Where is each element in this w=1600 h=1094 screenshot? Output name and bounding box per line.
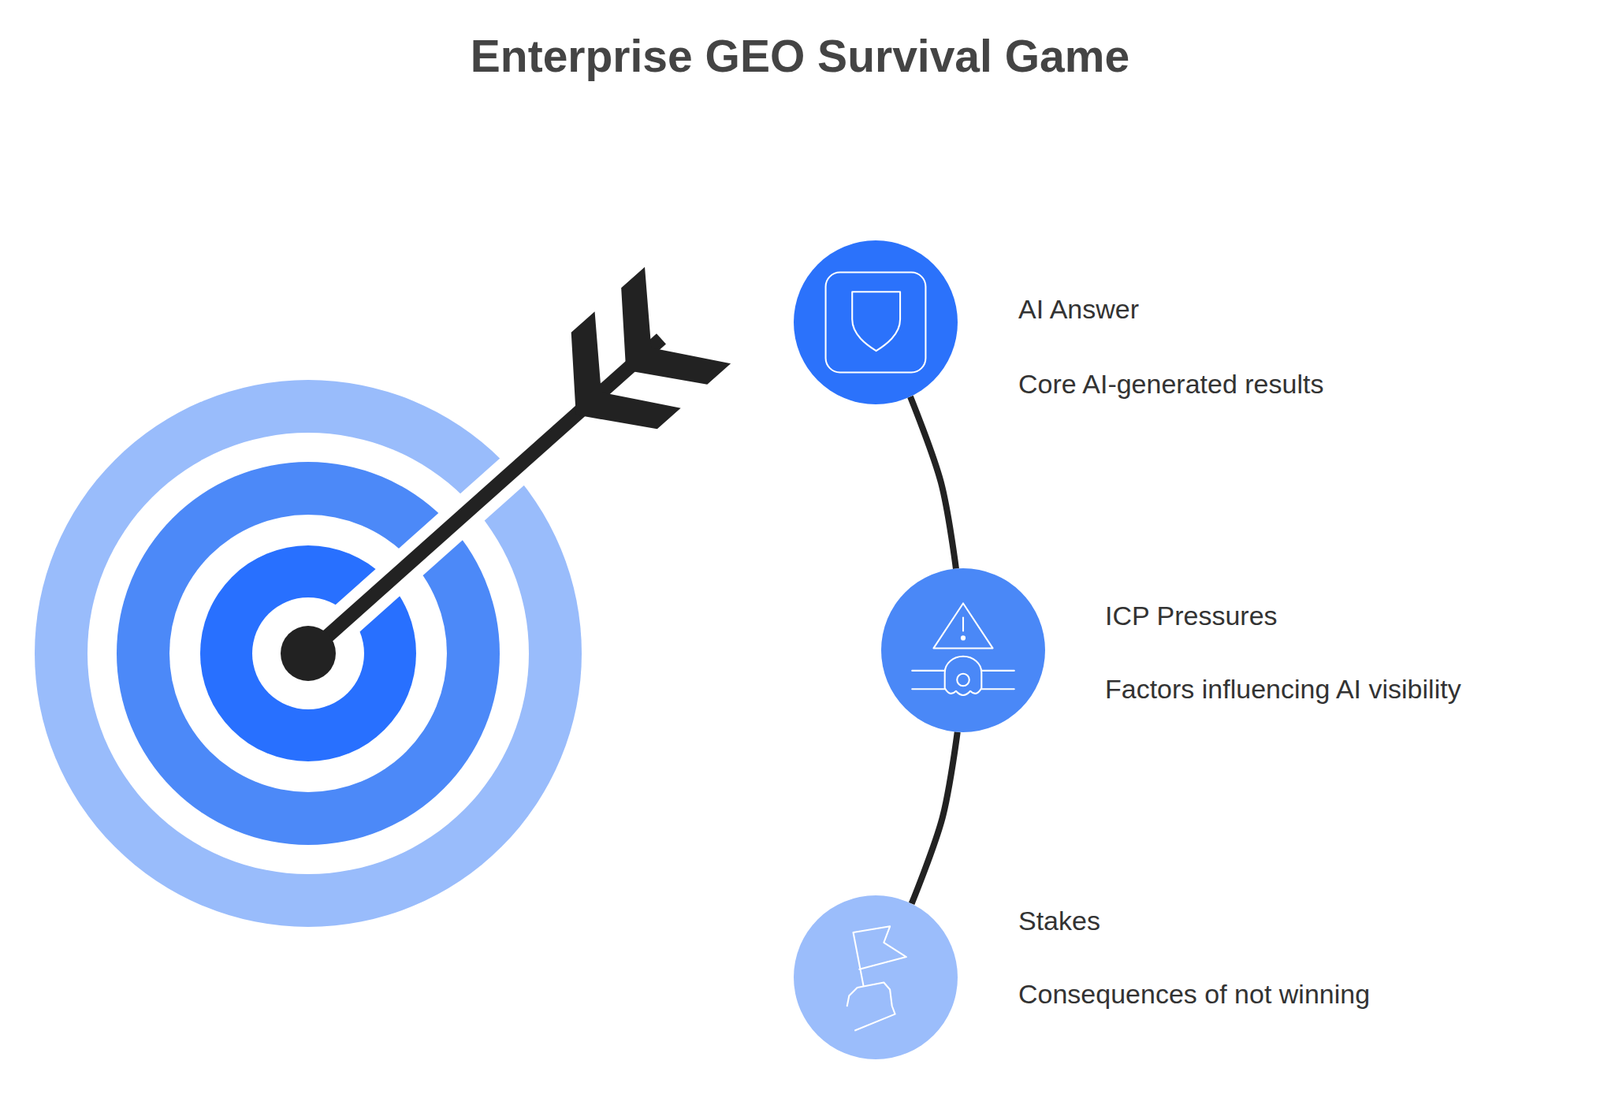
node-circle-svg bbox=[793, 895, 958, 1060]
node-circle-svg bbox=[793, 240, 958, 405]
hand-icon bbox=[847, 982, 896, 1031]
step-node: AI AnswerCore AI-generated results bbox=[793, 240, 1330, 405]
icon-frame bbox=[826, 272, 927, 373]
step-node: StakesConsequences of not winning bbox=[793, 895, 1377, 1060]
diagram-title: Enterprise GEO Survival Game bbox=[0, 29, 1600, 82]
valve-icon bbox=[945, 656, 983, 696]
node-icon bbox=[826, 272, 927, 373]
node-heading: ICP Pressures bbox=[1105, 599, 1278, 633]
node-icon bbox=[911, 602, 1014, 696]
title-text: Enterprise GEO Survival Game bbox=[470, 30, 1130, 82]
arc-connector bbox=[910, 396, 957, 569]
valve-wheel bbox=[956, 673, 970, 687]
node-heading: AI Answer bbox=[1018, 292, 1139, 326]
arc-connector bbox=[911, 732, 958, 905]
pipe-icon bbox=[911, 670, 1014, 689]
arrow bbox=[264, 267, 731, 703]
node-circle bbox=[793, 240, 958, 405]
arrow-shaft bbox=[308, 338, 662, 654]
bullseye-dot bbox=[280, 625, 336, 681]
target bbox=[34, 267, 731, 927]
node-description: Factors influencing AI visibility bbox=[1105, 672, 1462, 706]
arrow-fletching bbox=[583, 267, 731, 419]
warning-dot bbox=[961, 636, 965, 640]
shield-icon bbox=[852, 291, 901, 351]
node-description: Core AI-generated results bbox=[1018, 367, 1324, 401]
step-node: ICP PressuresFactors influencing AI visi… bbox=[881, 568, 1468, 733]
arrow-gap bbox=[308, 338, 662, 654]
node-heading: Stakes bbox=[1018, 904, 1101, 938]
arrow-fletching bbox=[532, 311, 681, 463]
node-circle bbox=[881, 568, 1046, 733]
warning-icon bbox=[933, 602, 993, 648]
flag-icon bbox=[853, 926, 907, 986]
warning-mark bbox=[962, 617, 964, 632]
node-circle-svg bbox=[881, 568, 1046, 733]
node-icon bbox=[847, 926, 907, 1031]
node-circle bbox=[793, 895, 958, 1060]
node-description: Consequences of not winning bbox=[1018, 977, 1370, 1011]
